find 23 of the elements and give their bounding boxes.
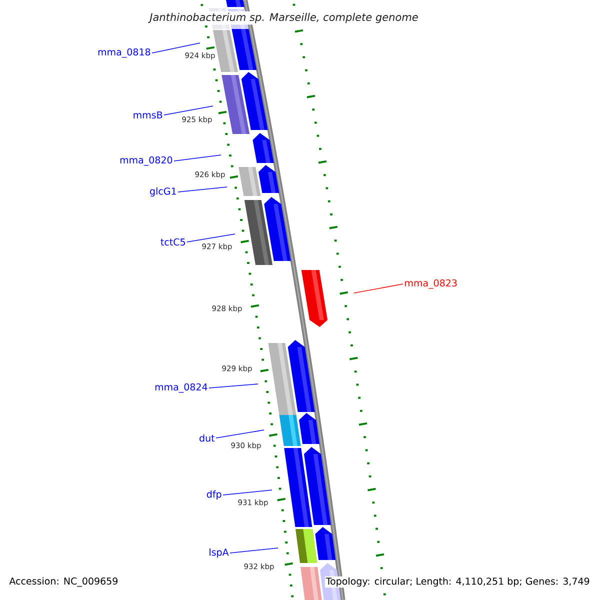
gene-label: mma_0823 (405, 279, 457, 289)
gene-label: mma_0820 (120, 156, 172, 166)
gene-label: dfp (206, 490, 222, 500)
leader-line (222, 490, 272, 496)
footer-text: Topology: circular; Length: 4,110,251 bp; Genes: 3,749 (324, 576, 591, 588)
leader-line (164, 106, 214, 116)
gene-label: mmsB (134, 111, 162, 119)
leader-line (230, 548, 278, 554)
leader-line (178, 186, 228, 192)
gene-label: glcG1 (150, 187, 176, 197)
title: Janthinobacterium sp. Marseille, complete genome (148, 11, 420, 25)
gene-label: mma_0824 (155, 383, 208, 393)
gene-label: lspA (210, 548, 229, 558)
leader-line (216, 430, 264, 438)
leader-line (174, 154, 222, 162)
gene-label: dut (200, 434, 215, 442)
gene-label: mma_0818 (98, 48, 150, 58)
gene-label: tctC5 (160, 238, 185, 246)
leader-line (186, 234, 236, 242)
leader-line (208, 384, 258, 388)
leader-line (354, 284, 404, 294)
footer-text: Accession: NC_009659 (9, 577, 118, 587)
leader-line (152, 42, 200, 54)
